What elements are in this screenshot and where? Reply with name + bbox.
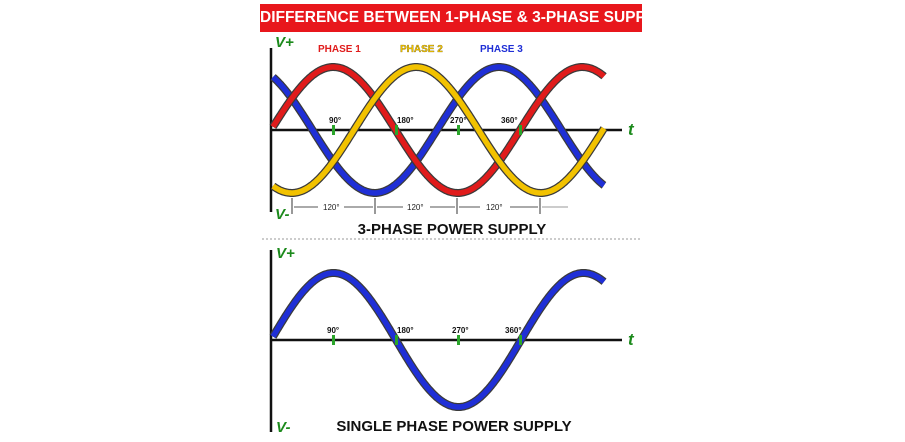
tick-label-180: 180° <box>397 326 414 335</box>
phase-2-label: PHASE 2 <box>400 44 443 55</box>
single-phase-ticks: 90° 180° 270° 360° <box>327 326 522 345</box>
single-phase-caption: SINGLE PHASE POWER SUPPLY <box>336 418 571 435</box>
three-phase-v-minus-label: V- <box>275 206 289 223</box>
tick-mark-360 <box>519 335 522 345</box>
spacing-label-3: 120° <box>486 203 503 212</box>
tick-label-180: 180° <box>397 116 414 125</box>
tick-label-90: 90° <box>329 116 341 125</box>
three-phase-ticks: 90° 180° 270° 360° <box>329 116 522 135</box>
spacing-label-1: 120° <box>323 203 340 212</box>
tick-label-270: 270° <box>450 116 467 125</box>
tick-label-90: 90° <box>327 326 339 335</box>
tick-mark-270 <box>457 125 460 135</box>
tick-mark-180 <box>395 125 398 135</box>
tick-label-360: 360° <box>505 326 522 335</box>
phase-3-label: PHASE 3 <box>480 44 523 55</box>
three-phase-caption: 3-PHASE POWER SUPPLY <box>358 221 547 238</box>
phase-1-label: PHASE 1 <box>318 44 361 55</box>
phase-3-wave <box>271 64 606 196</box>
single-phase-sine-wave <box>270 270 606 410</box>
tick-mark-360 <box>519 125 522 135</box>
single-phase-v-plus-label: V+ <box>276 245 295 262</box>
phase-spacing-markers: 120° 120° 120° <box>291 198 568 214</box>
three-phase-panel: V+ V- t PHASE 1 PHASE 2 PHASE 3 90° 180°… <box>269 34 635 238</box>
phase-1-wave <box>270 64 606 196</box>
three-phase-v-plus-label: V+ <box>275 34 294 51</box>
single-phase-t-label: t <box>628 330 635 349</box>
title-banner: DIFFERENCE BETWEEN 1-PHASE & 3-PHASE SUP… <box>260 4 664 32</box>
phase-2-wave <box>271 64 607 196</box>
tick-mark-90 <box>332 125 335 135</box>
tick-label-360: 360° <box>501 116 518 125</box>
tick-mark-270 <box>457 335 460 345</box>
single-phase-panel: V+ V- t 90° 180° 270° 360° SINGLE PHASE … <box>269 245 635 436</box>
three-phase-waves <box>269 63 608 197</box>
single-phase-v-minus-label: V- <box>276 419 290 436</box>
tick-mark-180 <box>395 335 398 345</box>
tick-mark-90 <box>332 335 335 345</box>
tick-label-270: 270° <box>452 326 469 335</box>
three-phase-t-label: t <box>628 120 635 139</box>
single-phase-wave <box>269 269 607 411</box>
spacing-label-2: 120° <box>407 203 424 212</box>
